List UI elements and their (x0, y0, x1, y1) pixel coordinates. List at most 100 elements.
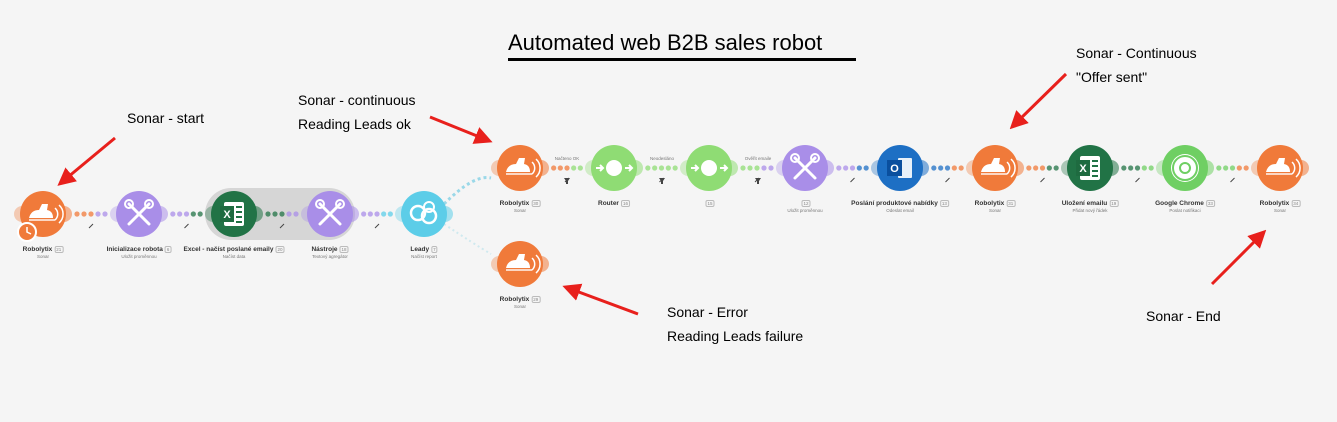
module-id-badge: 13 (939, 200, 949, 207)
annotation-line: Sonar - start (127, 110, 205, 126)
connector[interactable] (361, 211, 393, 229)
module-id-badge: 6 (164, 246, 172, 253)
module-name-text: Robolytix (499, 200, 530, 207)
connector[interactable] (931, 165, 964, 183)
filter-label[interactable]: Načteno OK (554, 156, 580, 161)
diagram-title: Automated web B2B sales robot (508, 30, 823, 55)
connector[interactable] (740, 165, 774, 183)
module-name-text: Google Chrome (1155, 200, 1204, 207)
module-action: Uložit proměnnou (787, 208, 823, 213)
module-id-badge: 20 (275, 246, 285, 253)
annotation-sonar-continuous: Sonar - continuous Reading Leads ok (298, 88, 416, 136)
filter-funnel-icon[interactable] (659, 178, 665, 184)
module-name: 12 (799, 200, 811, 207)
connector[interactable] (1026, 165, 1059, 183)
connector[interactable] (551, 165, 583, 183)
module-node-leady[interactable] (395, 191, 453, 237)
connector[interactable] (645, 165, 678, 183)
annotation-sonar-start: Sonar - start (127, 106, 204, 130)
arrow-sonar-continuous (429, 115, 493, 144)
module-name: 15 (703, 200, 715, 207)
module-node-excel[interactable]: X (1061, 145, 1119, 191)
module-node-tools[interactable] (110, 191, 168, 237)
module-id-badge: 33 (1205, 200, 1215, 207)
module-action: Sonar (36, 254, 50, 259)
module-name-text: Poslání produktové nabídky (851, 200, 938, 207)
schedule-clock-icon[interactable] (17, 222, 37, 242)
module-node-tools[interactable] (301, 191, 359, 237)
module-action: Načíst report (411, 254, 437, 259)
module-action: Sonar (988, 208, 1002, 213)
module-node-sonar[interactable] (491, 241, 549, 287)
connector[interactable] (836, 165, 869, 183)
module-node-excel[interactable]: X (205, 191, 263, 237)
branch-connector-ok[interactable] (442, 176, 492, 206)
module-id-badge: 12 (801, 200, 811, 207)
module-name-text: Nástroje (311, 246, 338, 253)
title-underline (508, 58, 856, 61)
filter-funnel-icon[interactable] (755, 178, 761, 184)
module-node-router[interactable] (680, 145, 738, 191)
module-node-router[interactable] (585, 145, 643, 191)
annotation-line: Reading Leads failure (667, 328, 804, 344)
module-node-sonar[interactable] (491, 145, 549, 191)
filter-label[interactable]: Neodesláno (649, 156, 675, 161)
annotation-sonar-error: Sonar - Error Reading Leads failure (667, 300, 803, 348)
filter-funnel-icon[interactable] (564, 178, 570, 184)
module-id-badge: 18 (339, 246, 349, 253)
module-id-badge: 31 (1006, 200, 1016, 207)
module-name-text: Robolytix (1259, 200, 1290, 207)
arrow-sonar-error (562, 283, 639, 316)
connector[interactable] (1216, 165, 1249, 183)
annotation-arrows (57, 72, 1267, 316)
module-action: Sonar (1273, 208, 1287, 213)
connector[interactable] (74, 211, 108, 229)
module-id-badge: 16 (620, 200, 630, 207)
svg-text:X: X (223, 209, 231, 221)
annotation-line: Reading Leads ok (298, 116, 411, 132)
connector[interactable] (170, 211, 203, 229)
module-id-badge: 19 (1109, 200, 1119, 207)
connector[interactable] (265, 211, 299, 229)
annotation-sonar-offer: Sonar - Continuous "Offer sent" (1076, 41, 1197, 89)
annotation-line: Sonar - End (1146, 308, 1221, 324)
connector[interactable] (1121, 165, 1154, 183)
svg-text:O: O (890, 163, 899, 175)
module-name-text: Robolytix (499, 296, 530, 303)
module-name-text: Uložení emailu (1061, 200, 1108, 207)
module-action: Přidat nový řádek (1072, 208, 1108, 213)
module-node-chrome[interactable] (1156, 145, 1214, 191)
module-node-sonar[interactable] (14, 191, 72, 242)
module-node-outlook[interactable]: O (871, 145, 929, 191)
module-node-sonar[interactable] (1251, 145, 1309, 191)
module-action: Sonar (513, 304, 527, 309)
module-name-text: Inicializace robota (106, 246, 163, 253)
module-id-badge: 30 (531, 200, 541, 207)
arrow-sonar-end (1210, 229, 1267, 286)
module-action: Načíst data (222, 254, 246, 259)
module-action: Poslat notifikaci (1169, 208, 1201, 213)
filter-label[interactable]: Ověřit emaile (744, 156, 772, 161)
annotation-line: Sonar - Continuous (1076, 45, 1197, 61)
annotation-sonar-end: Sonar - End (1146, 304, 1221, 328)
module-name-text: Robolytix (974, 200, 1005, 207)
nodes: X O X (14, 145, 1309, 287)
module-action: Odeslat email (886, 208, 914, 213)
branch-connector-error[interactable] (443, 223, 492, 255)
module-name-text: Leady (410, 246, 430, 253)
annotation-line: "Offer sent" (1076, 69, 1148, 85)
module-node-sonar[interactable] (966, 145, 1024, 191)
module-node-tools[interactable] (776, 145, 834, 191)
